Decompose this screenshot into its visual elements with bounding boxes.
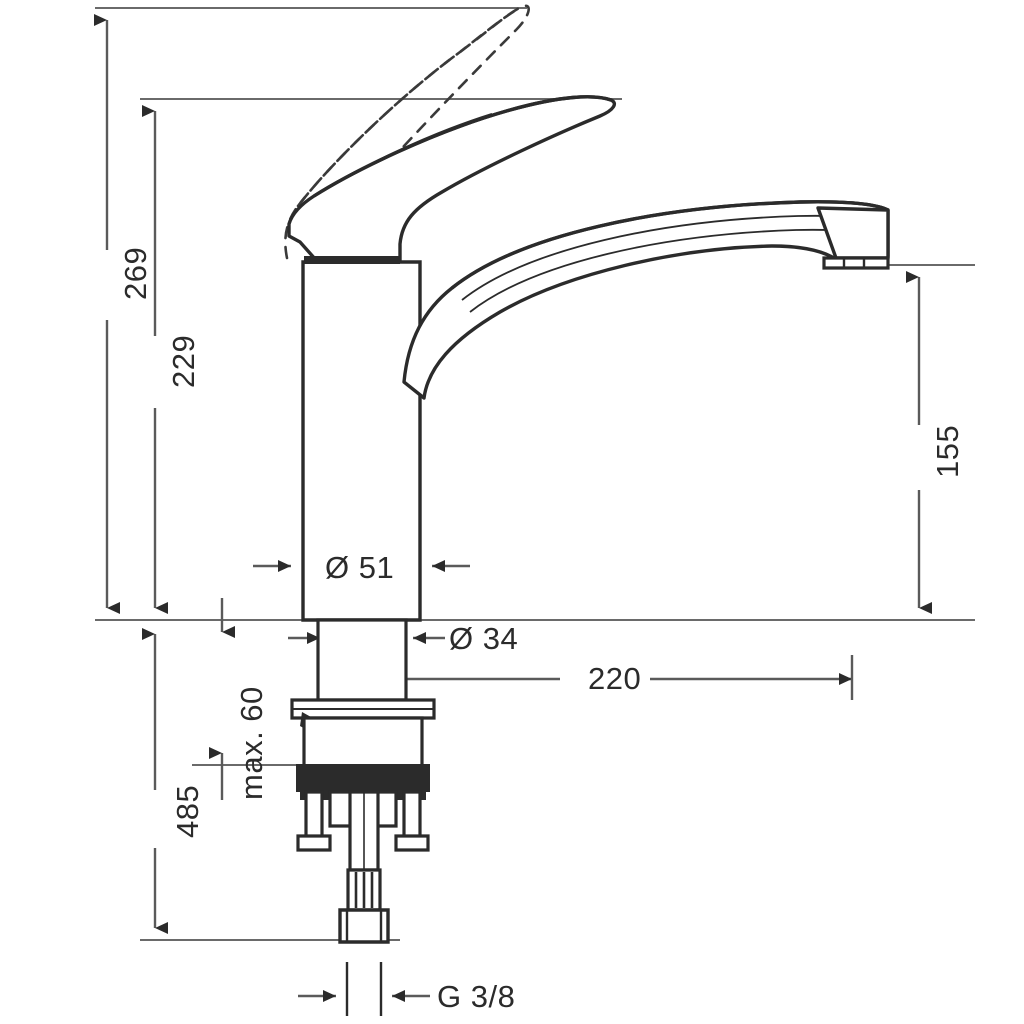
hex-connector-nut — [338, 908, 390, 944]
aerator-outlet — [822, 256, 890, 270]
stud-right-foot — [394, 834, 430, 852]
dim-label-155: 155 — [930, 424, 965, 478]
spout-top-edge — [450, 200, 889, 290]
lever-handle-bevel — [287, 112, 493, 225]
lever-handle — [287, 95, 616, 262]
stud-right — [402, 790, 422, 840]
lever-shadow-band — [304, 256, 400, 264]
dim-label-dia-51: Ø 51 — [325, 550, 395, 585]
clamp-plate-assembly — [290, 698, 436, 768]
dim-label-229: 229 — [166, 334, 201, 388]
hex-nut-outline — [338, 908, 390, 944]
crimp-collar — [346, 868, 382, 912]
dim-label-g38: G 3/8 — [437, 979, 516, 1014]
lever-ghost-inner-edge — [296, 6, 522, 208]
lever-shadow-fill — [304, 256, 400, 264]
dim-label-max-60: max. 60 — [234, 686, 269, 800]
retaining-nut-fill — [296, 764, 430, 792]
dim-label-220: 220 — [588, 661, 642, 696]
supply-tube — [348, 790, 380, 872]
aerator-housing — [822, 256, 890, 270]
stud-left — [304, 790, 324, 840]
dim-label-269: 269 — [118, 246, 153, 300]
extension-lines — [95, 7, 975, 941]
shank-outline — [316, 618, 408, 702]
swivel-spout — [402, 200, 890, 400]
mounting-shank — [316, 618, 408, 702]
dim-label-485: 485 — [170, 784, 205, 838]
dimension-g38 — [298, 962, 430, 1016]
clamp-body — [302, 716, 424, 768]
stud-left-foot — [296, 834, 332, 852]
dim-label-dia-34: Ø 34 — [449, 621, 519, 656]
